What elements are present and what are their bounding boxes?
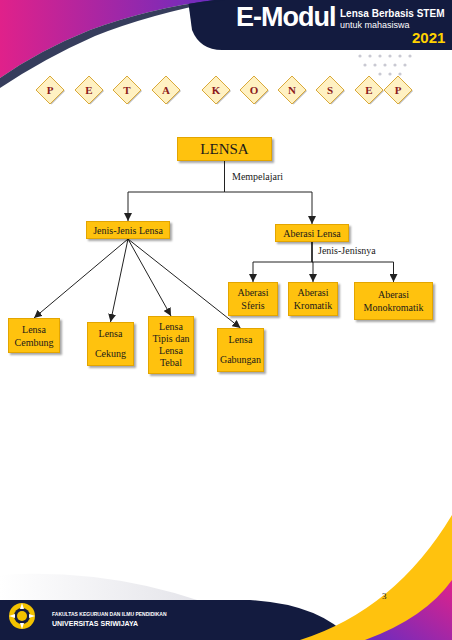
letter-diamond: T xyxy=(112,75,142,105)
diamond-shape xyxy=(113,76,141,104)
header-stripe xyxy=(0,0,225,88)
node-text: T xyxy=(123,84,130,96)
diamond-shape xyxy=(355,76,383,104)
node-text: O xyxy=(250,84,259,96)
node-text: Lensa Cekung xyxy=(90,324,131,364)
footer-swoosh xyxy=(300,515,452,640)
dot-pattern xyxy=(358,54,411,75)
connector-arrow xyxy=(111,239,129,322)
module-audience: untuk mahasiswa xyxy=(340,20,410,30)
university-logo xyxy=(9,603,35,629)
letter-diamond: K xyxy=(201,75,231,105)
connector-arrow xyxy=(312,242,394,282)
letter-diamond: E xyxy=(354,75,384,105)
diamond-shape xyxy=(36,76,64,104)
node-text: E xyxy=(365,84,372,96)
node-text: Aberasi Monokromatik xyxy=(357,288,430,314)
node-text: Jenis-Jenis Lensa xyxy=(93,225,163,236)
concept-box: Lensa Cekung xyxy=(87,322,134,366)
footer-band xyxy=(0,600,352,640)
page-number: 3 xyxy=(382,591,387,601)
node-text: K xyxy=(212,84,221,96)
diamond-shape xyxy=(240,76,268,104)
diamond-shape xyxy=(316,76,344,104)
module-title: E-Modul xyxy=(236,2,335,33)
node-text: Lensa Gabungan xyxy=(220,330,261,370)
node-text: N xyxy=(288,84,296,96)
node-text: S xyxy=(327,84,333,96)
concept-box: Aberasi Sferis xyxy=(228,282,278,316)
diamond-shape xyxy=(278,76,306,104)
diamond-shape xyxy=(75,76,103,104)
node-text: Lensa Cembung xyxy=(11,323,57,349)
concept-box: Aberasi Monokromatik xyxy=(354,282,433,320)
node-text: Aberasi Sferis xyxy=(231,286,275,312)
diamond-shape xyxy=(202,76,230,104)
node-text: Aberasi Kromatik xyxy=(291,286,335,312)
connector-arrow xyxy=(128,239,171,316)
connector-arrow xyxy=(128,161,225,221)
footer-swoosh xyxy=(365,580,452,640)
concept-box: Aberasi Kromatik xyxy=(288,282,338,316)
letter-diamond: P xyxy=(383,75,413,105)
edge-label: Mempelajari xyxy=(232,171,283,182)
concept-box: Lensa Gabungan xyxy=(217,328,264,372)
connector-arrow xyxy=(253,242,312,282)
node-text: P xyxy=(395,84,402,96)
concept-box: LENSA xyxy=(177,137,272,161)
module-subtitle: Lensa Berbasis STEM xyxy=(340,8,444,19)
node-text: Lensa Tipis dan Lensa Tebal xyxy=(151,321,191,369)
connector-arrow xyxy=(128,239,241,328)
diamond-shape xyxy=(384,76,412,104)
concept-box: Aberasi Lensa xyxy=(275,224,349,242)
header-band xyxy=(188,0,452,50)
concept-box: Lensa Cembung xyxy=(8,318,60,353)
node-text: Aberasi Lensa xyxy=(283,228,340,239)
module-year: 2021 xyxy=(412,29,445,46)
letter-diamond: P xyxy=(35,75,65,105)
node-text: LENSA xyxy=(200,141,248,158)
node-text: E xyxy=(85,84,92,96)
university-name: UNIVERSITAS SRIWIJAYA xyxy=(52,620,138,627)
letter-diamond: N xyxy=(277,75,307,105)
connector-arrow xyxy=(225,161,313,224)
letter-diamond: E xyxy=(74,75,104,105)
letter-diamond: O xyxy=(239,75,269,105)
edge-label: Jenis-Jenisnya xyxy=(318,245,376,256)
letter-diamond: S xyxy=(315,75,345,105)
concept-box: Lensa Tipis dan Lensa Tebal xyxy=(148,316,194,374)
node-text: P xyxy=(47,84,54,96)
concept-box: Jenis-Jenis Lensa xyxy=(86,221,170,239)
diamond-shape xyxy=(152,76,180,104)
faculty-name: FAKULTAS KEGURUAN DAN ILMU PENDIDIKAN xyxy=(52,611,167,617)
node-text: A xyxy=(162,84,170,96)
letter-diamond: A xyxy=(151,75,181,105)
